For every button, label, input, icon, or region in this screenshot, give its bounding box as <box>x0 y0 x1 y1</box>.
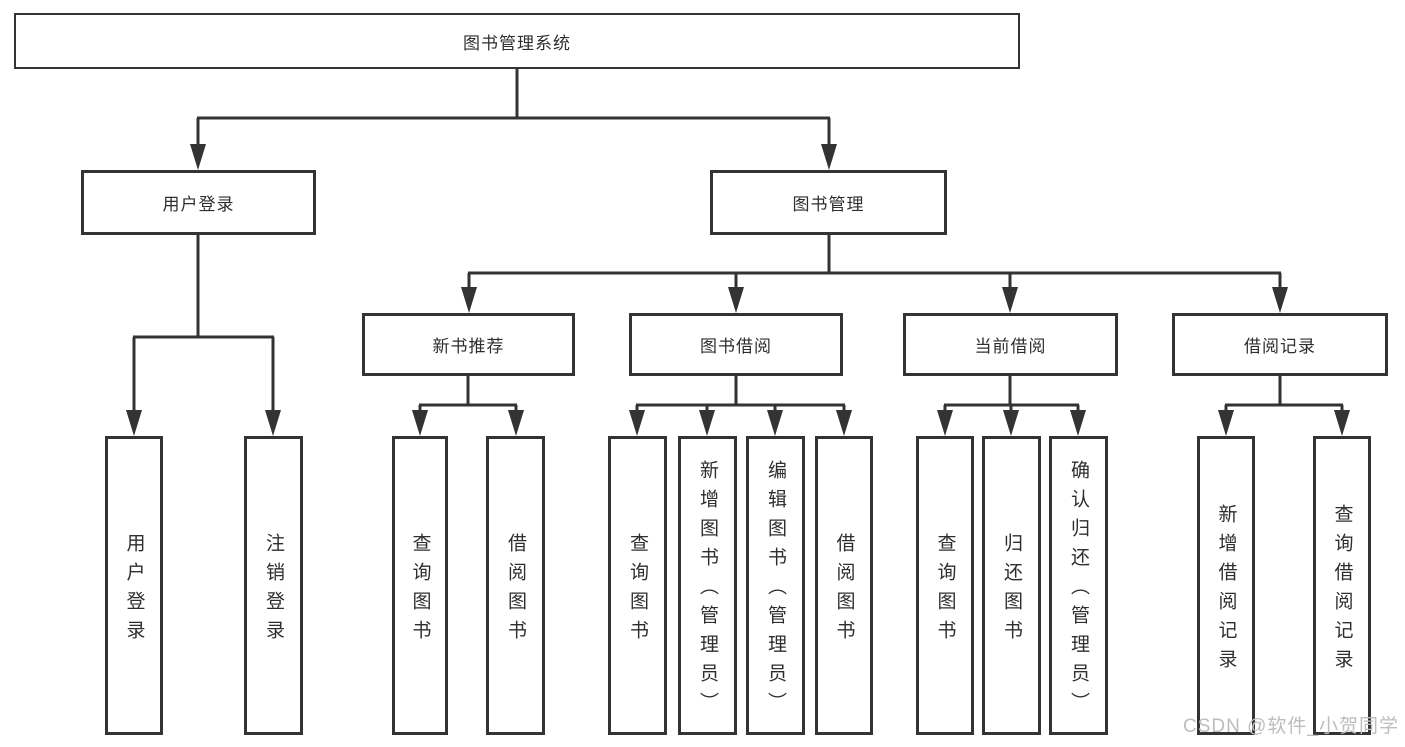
leaf-borrow-books: 借阅图书 <box>815 436 873 735</box>
leaf-query-books-recommend: 查询图书 <box>392 436 448 735</box>
leaf-confirm-return-admin: 确认归还（管理员） <box>1049 436 1108 735</box>
node-current-borrowing-label: 当前借阅 <box>974 337 1047 356</box>
leaf-logout-label: 注销登录 <box>263 532 284 649</box>
leaf-edit-books-admin: 编辑图书（管理员） <box>746 436 805 735</box>
node-new-book-recommend-label: 新书推荐 <box>432 337 505 356</box>
leaf-add-borrow-record-label: 新增借阅记录 <box>1215 503 1237 678</box>
leaf-add-borrow-record: 新增借阅记录 <box>1197 436 1255 735</box>
leaf-return-books-label: 归还图书 <box>1001 532 1022 649</box>
leaf-query-books-current-label: 查询图书 <box>934 532 956 649</box>
node-borrow-records-label: 借阅记录 <box>1244 337 1316 356</box>
node-new-book-recommend: 新书推荐 <box>362 313 575 376</box>
leaf-return-books: 归还图书 <box>982 436 1041 735</box>
node-borrow-records: 借阅记录 <box>1172 313 1388 376</box>
leaf-confirm-return-admin-label: 确认归还（管理员） <box>1068 460 1089 721</box>
node-book-management-label: 图书管理 <box>792 195 865 214</box>
node-root-label: 图书管理系统 <box>463 33 571 53</box>
leaf-query-books-recommend-label: 查询图书 <box>409 532 431 649</box>
node-book-borrowing-label: 图书借阅 <box>700 337 772 356</box>
leaf-user-login: 用户登录 <box>105 436 163 735</box>
leaf-add-books-admin-label: 新增图书（管理员） <box>697 460 718 721</box>
node-book-borrowing: 图书借阅 <box>629 313 843 376</box>
node-user-login: 用户登录 <box>81 170 316 235</box>
leaf-query-borrow-record-label: 查询借阅记录 <box>1331 503 1353 678</box>
arrowheads <box>126 144 1350 436</box>
leaf-query-books-current: 查询图书 <box>916 436 974 735</box>
leaf-query-borrow-record: 查询借阅记录 <box>1313 436 1371 735</box>
node-book-management: 图书管理 <box>710 170 947 235</box>
leaf-query-books-borrowing: 查询图书 <box>608 436 667 735</box>
leaf-borrow-books-recommend: 借阅图书 <box>486 436 545 735</box>
node-current-borrowing: 当前借阅 <box>903 313 1118 376</box>
leaf-borrow-books-label: 借阅图书 <box>833 532 855 649</box>
csdn-watermark: CSDN @软件_小贺同学 <box>1183 716 1399 737</box>
leaf-borrow-books-recommend-label: 借阅图书 <box>505 532 526 649</box>
leaf-user-login-label: 用户登录 <box>123 532 145 649</box>
node-user-login-label: 用户登录 <box>162 195 235 214</box>
leaf-edit-books-admin-label: 编辑图书（管理员） <box>765 460 786 721</box>
node-root: 图书管理系统 <box>14 13 1020 69</box>
leaf-add-books-admin: 新增图书（管理员） <box>678 436 737 735</box>
leaf-logout: 注销登录 <box>244 436 303 735</box>
leaf-query-books-borrowing-label: 查询图书 <box>627 532 648 649</box>
